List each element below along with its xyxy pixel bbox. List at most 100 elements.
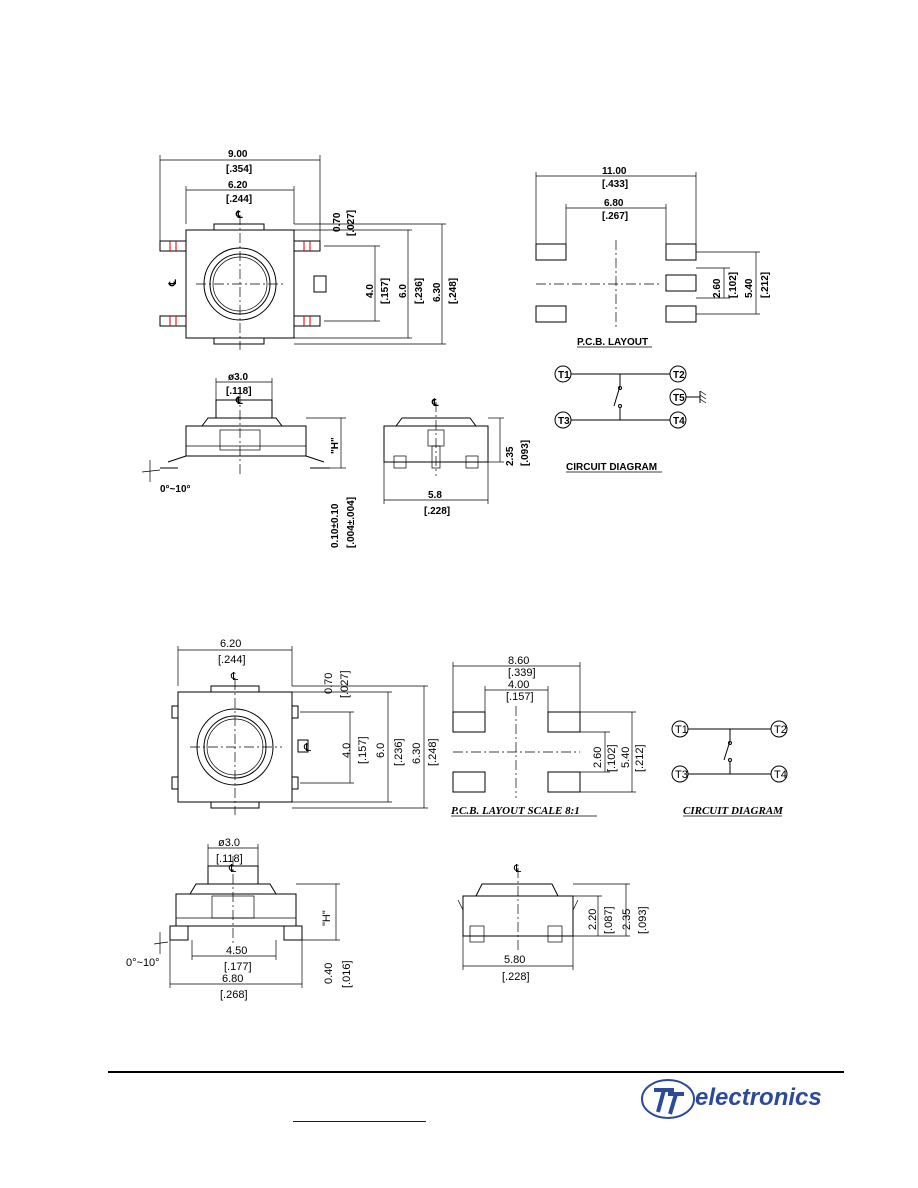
top-pcb-layout: 11.00 [.433] 6.80 [.267] 2.60 [.102] 5.4…	[535, 166, 771, 348]
b-end-087: [.087]	[603, 906, 615, 934]
bottom-circuit: T1 T2 T3 T4 CIRCUIT DIAGRAM	[671, 720, 788, 817]
circuit-caption: CIRCUIT DIAGRAM	[566, 462, 657, 473]
svg-text:℄: ℄	[431, 398, 439, 409]
svg-text:℄: ℄	[235, 210, 243, 221]
dim-60: 6.0	[398, 284, 409, 298]
side-lead-in: [.004±.004]	[346, 497, 357, 548]
end-w: 5.8	[428, 490, 442, 501]
b-dim-157: [.157]	[357, 736, 369, 764]
end-w-in: [.228]	[424, 506, 450, 517]
dim-157: [.157]	[380, 278, 391, 304]
dim-248: [.248]	[448, 278, 459, 304]
t3-label: T3	[558, 416, 570, 427]
b-side-177: [.177]	[224, 961, 252, 973]
top-front-view: ℄ ℄ 9.00 [.354] 6.20 [.244] 0.70 [.027] …	[159, 149, 459, 350]
logo-text: electronics	[695, 1084, 822, 1111]
pcb-dim-1100: 11.00	[602, 166, 627, 177]
b-end-220: 2.20	[587, 909, 599, 930]
b-dim-244: [.244]	[218, 654, 246, 666]
footer-link[interactable]	[293, 1108, 426, 1122]
b-pcb-339: [.339]	[508, 667, 536, 679]
pcb-dim-540: 5.40	[744, 278, 755, 298]
bottom-end-view: ℄ 2.20 [.087] 2.35 [.093] 5.80 [.228]	[457, 863, 649, 983]
b-dim-630: 6.30	[411, 743, 423, 764]
side-h: "H"	[330, 437, 341, 454]
b-circuit-caption: CIRCUIT DIAGRAM	[683, 805, 784, 817]
b-side-dia: ø3.0	[218, 837, 240, 849]
b-end-235: 2.35	[621, 909, 633, 930]
b-t4-label: T4	[774, 769, 787, 781]
dim-070: 0.70	[332, 212, 343, 232]
side-dia-in: [.118]	[226, 386, 252, 397]
t4-label: T4	[673, 416, 685, 427]
pcb-dim-433: [.433]	[602, 179, 628, 190]
b-side-268: [.268]	[220, 989, 248, 1001]
bottom-pcb-layout: 8.60 [.339] 4.00 [.157] 2.60 [.102] 5.40…	[451, 655, 646, 817]
b-side-680: 6.80	[222, 973, 243, 985]
b-dim-027: [.027]	[339, 670, 351, 698]
end-h-in: [.093]	[520, 440, 531, 466]
svg-text:℄: ℄	[168, 279, 179, 287]
b-side-016: [.016]	[341, 960, 353, 988]
side-dia: ø3.0	[228, 372, 248, 383]
b-side-angle: 0°~10°	[126, 957, 160, 969]
dim-027: [.027]	[346, 210, 357, 236]
dim-236: [.236]	[414, 278, 425, 304]
b-side-h: "H"	[321, 910, 333, 926]
pcb-layout-caption: P.C.B. LAYOUT	[577, 337, 648, 348]
b-pcb-157: [.157]	[506, 691, 534, 703]
b-end-228: [.228]	[502, 971, 530, 983]
side-lead: 0.10±0.10	[330, 503, 341, 548]
b-side-040: 0.40	[323, 963, 335, 984]
footer-rule	[108, 1071, 844, 1073]
b-end-580: 5.80	[504, 954, 525, 966]
bottom-front-view: ℄ ℄ 6.20 [.244] 0.70 [.027] 4.0 [.157] 6…	[171, 638, 439, 815]
b-dim-60: 6.0	[375, 743, 387, 758]
b-dim-620: 6.20	[220, 638, 241, 650]
b-pcb-212: [.212]	[634, 744, 646, 772]
b-dim-236: [.236]	[393, 738, 405, 766]
end-h: 2.35	[505, 446, 516, 466]
pcb-dim-680: 6.80	[604, 198, 624, 209]
top-end-view: ℄ 2.35 [.093] 5.8 [.228]	[383, 398, 531, 517]
b-dim-070: 0.70	[323, 673, 335, 694]
dim-900: 9.00	[228, 149, 248, 160]
dim-244: [.244]	[226, 194, 252, 205]
svg-text:℄: ℄	[228, 863, 236, 875]
b-pcb-540: 5.40	[620, 747, 632, 768]
b-pcb-260: 2.60	[592, 747, 604, 768]
top-side-view: ø3.0 [.118] ℄ "H" 0.10±0.10 [.004±.004] …	[141, 372, 357, 548]
b-dim-40: 4.0	[341, 743, 353, 758]
b-pcb-400: 4.00	[508, 679, 529, 691]
t5-label: T5	[673, 393, 685, 404]
b-side-450: 4.50	[226, 945, 247, 957]
b-pcb-860: 8.60	[508, 655, 529, 667]
svg-text:℄: ℄	[230, 671, 238, 683]
bottom-side-view: ℄ ø3.0 [.118] "H" 0.40 [.016] 4.50 [.177…	[126, 837, 353, 1001]
b-t2-label: T2	[774, 724, 787, 736]
dim-630: 6.30	[432, 282, 443, 302]
svg-text:℄: ℄	[513, 863, 521, 875]
b-t1-label: T1	[675, 724, 688, 736]
b-end-093: [.093]	[637, 906, 649, 934]
pcb-dim-267: [.267]	[602, 211, 628, 222]
side-angle: 0°~10°	[160, 484, 191, 495]
tt-logo-icon	[641, 1079, 695, 1119]
b-t3-label: T3	[675, 769, 688, 781]
pcb-dim-102: [.102]	[728, 272, 739, 298]
t2-label: T2	[673, 370, 685, 381]
dim-40: 4.0	[365, 284, 376, 298]
pcb-dim-212: [.212]	[760, 272, 771, 298]
svg-text:℄: ℄	[235, 396, 243, 407]
dim-620: 6.20	[228, 180, 248, 191]
t1-label: T1	[558, 370, 570, 381]
b-pcb-102: [.102]	[606, 744, 618, 772]
pcb-dim-260: 2.60	[712, 278, 723, 298]
dim-354: [.354]	[226, 164, 252, 175]
b-side-dia-in: [.118]	[216, 853, 243, 865]
b-dim-248: [.248]	[427, 738, 439, 766]
top-circuit: T1 T2 T3 T4 T5 CIRCUIT DIAGRAM	[554, 365, 707, 473]
b-pcb-caption: P.C.B. LAYOUT SCALE 8:1	[451, 805, 580, 817]
svg-text:℄: ℄	[303, 742, 311, 754]
